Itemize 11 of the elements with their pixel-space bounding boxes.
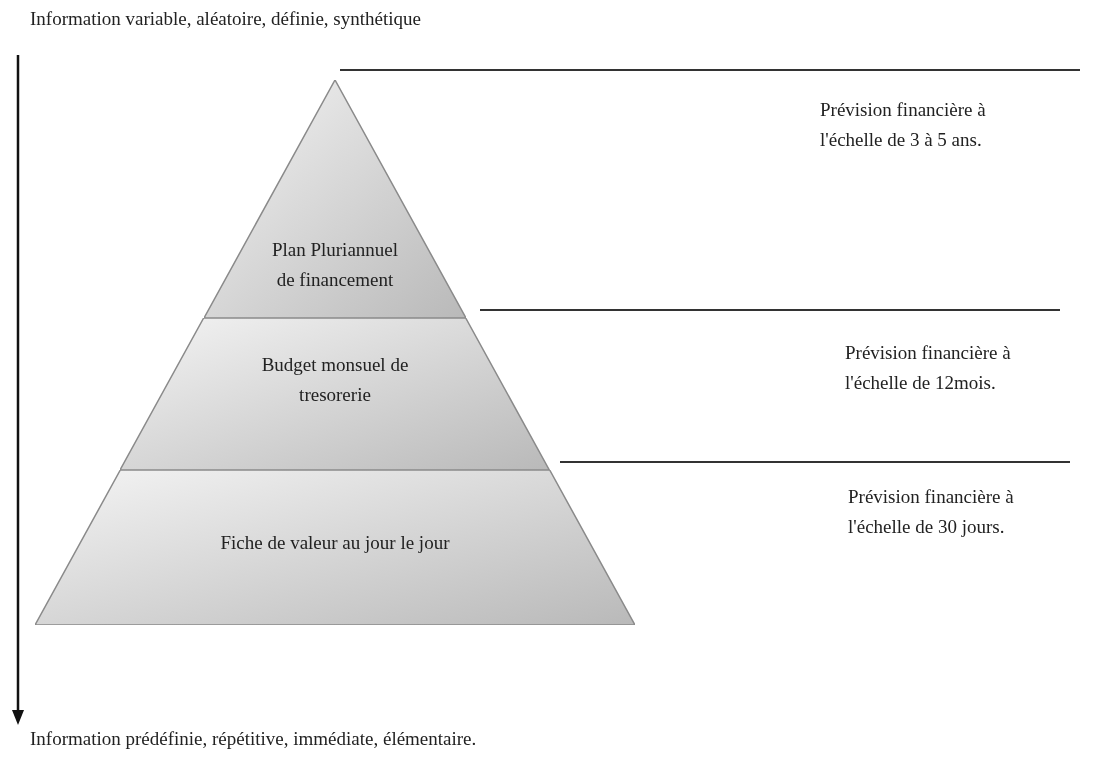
axis-caption: Information prédéfinie, répétitive, immédiate, élémentaire. (30, 728, 477, 750)
note-text: Prévision financière à l'échelle de 12mois. (845, 341, 1012, 396)
pyramid-layer (120, 318, 550, 470)
note-text: Prévision financière à l'échelle de 3 à 5 ans. (820, 98, 987, 153)
pyramid-layer (35, 470, 635, 625)
layer-label: Plan Pluriannuel de financement (270, 238, 400, 293)
note-text: Prévision financière à l'échelle de 30 jours. (848, 485, 1015, 540)
pyramid-layer (204, 80, 466, 318)
axis-caption: Information variable, aléatoire, définie, synthétique (30, 8, 421, 30)
layer-label: Budget monsuel de tresorerie (260, 353, 410, 408)
layer-label: Fiche de valeur au jour le jour (219, 531, 451, 555)
